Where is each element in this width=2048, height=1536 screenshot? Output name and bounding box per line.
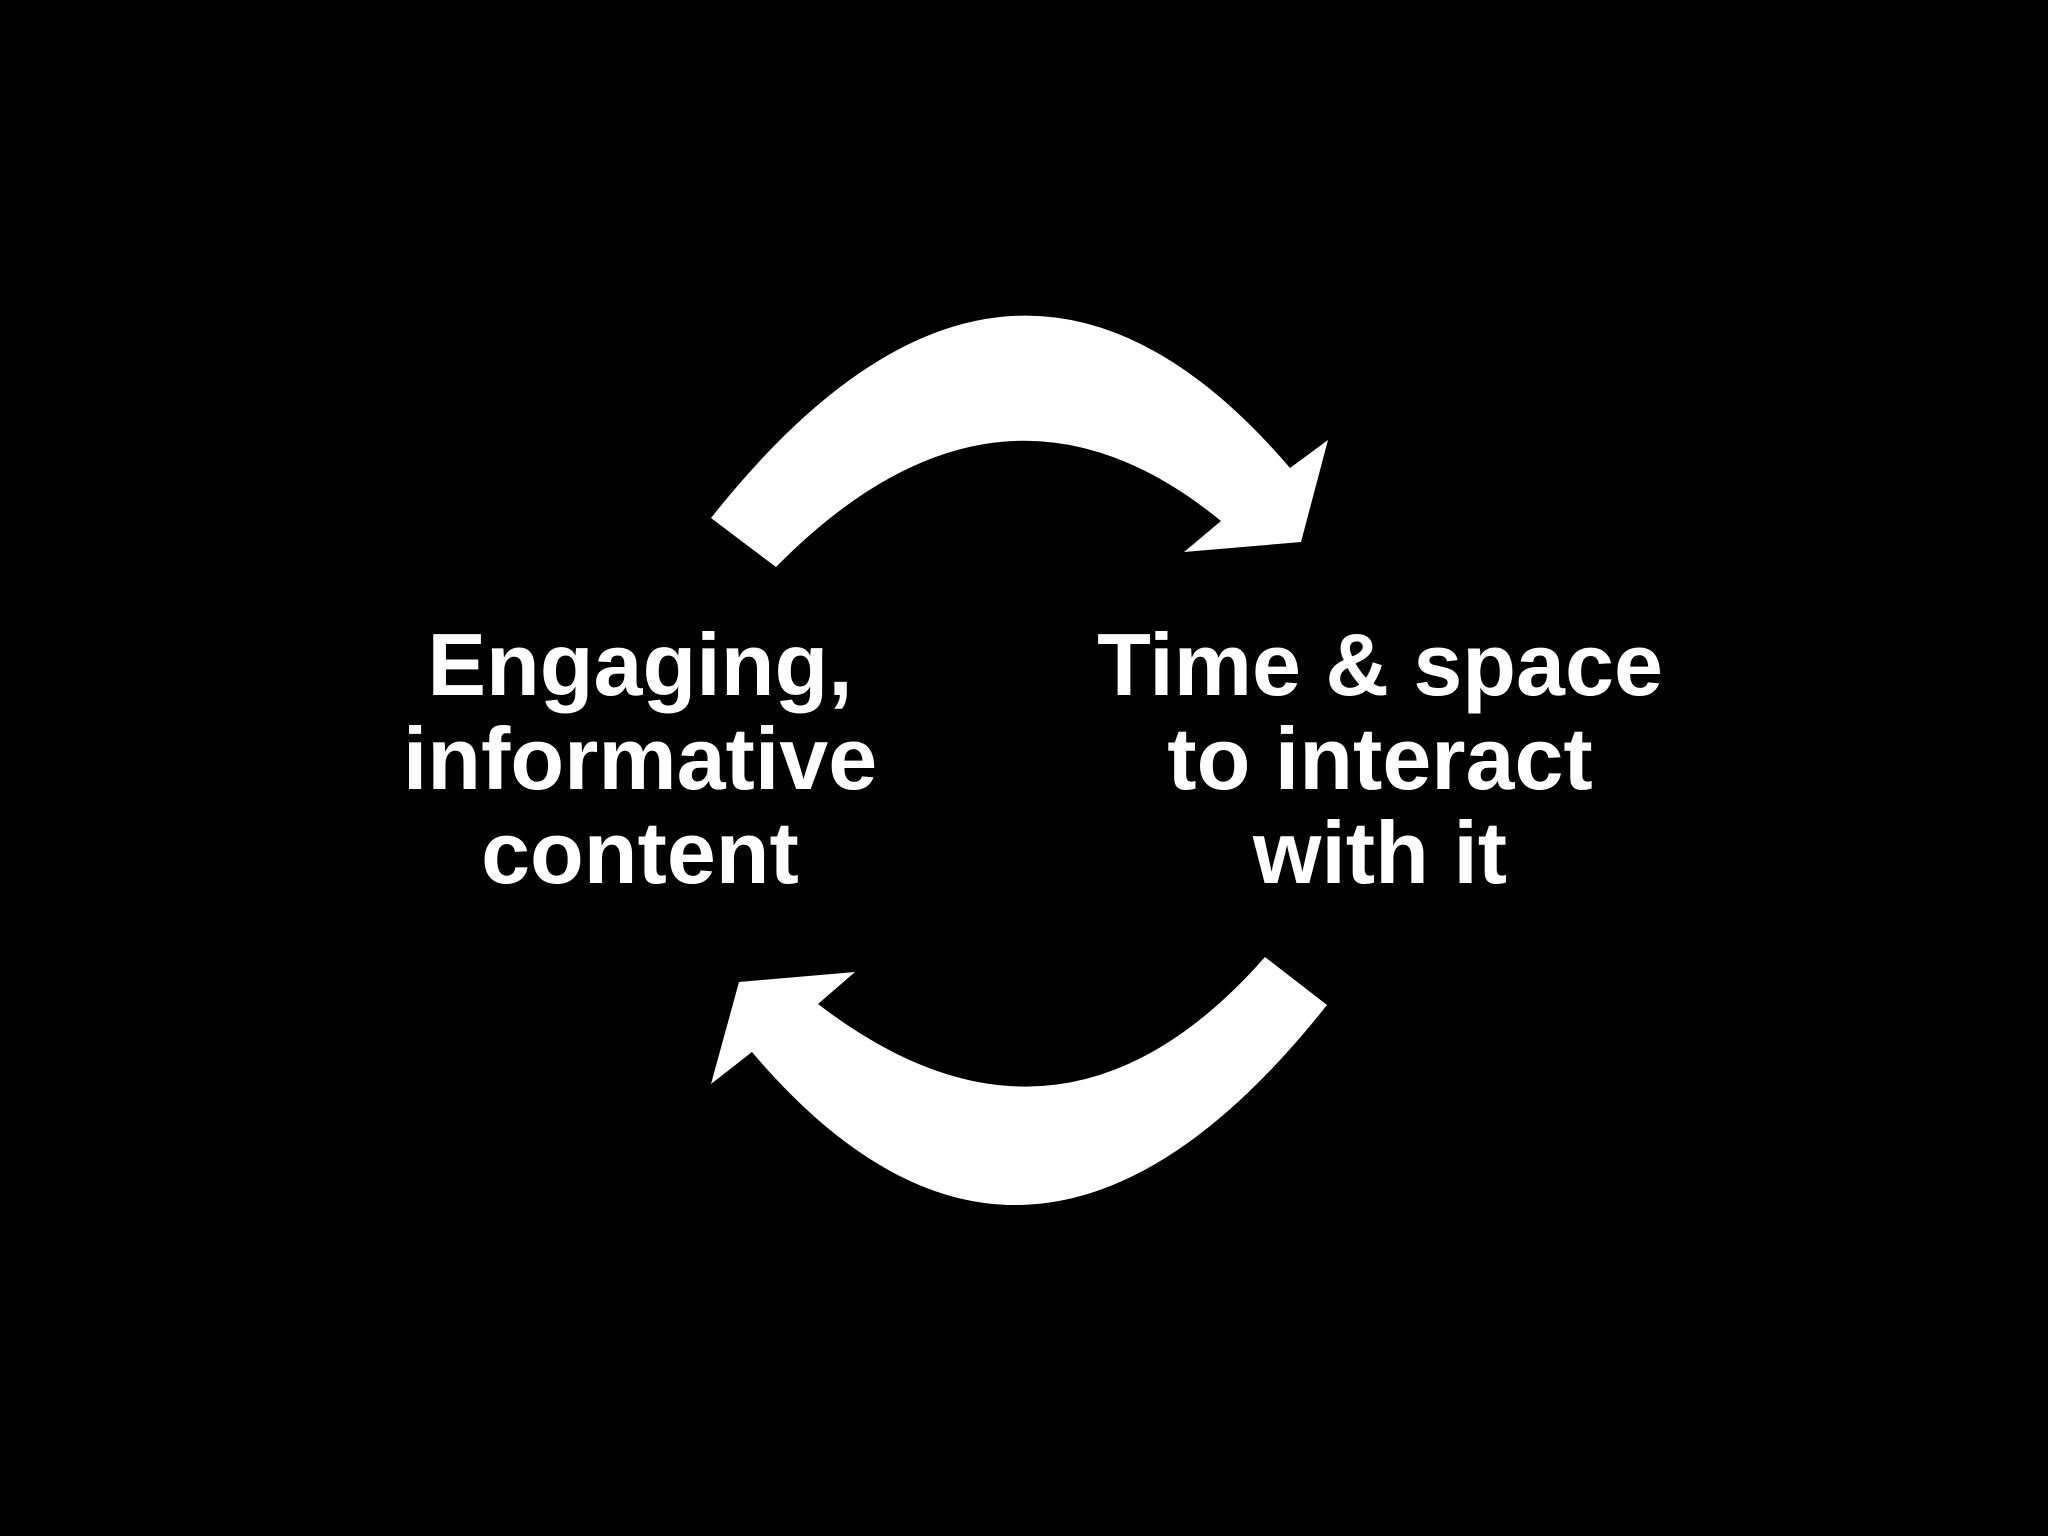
right-cycle-label: Time & space to interact with it: [1060, 618, 1700, 900]
top-cycle-arrow-icon: [711, 315, 1328, 567]
right-label-line-1: Time & space: [1097, 615, 1663, 714]
left-label-line-3: content: [481, 803, 799, 902]
left-label-line-1: Engaging,: [427, 615, 853, 714]
right-label-line-2: to interact: [1167, 709, 1593, 808]
bottom-cycle-arrow-icon: [711, 957, 1327, 1206]
left-cycle-label: Engaging, informative content: [360, 618, 920, 900]
left-label-line-2: informative: [402, 709, 878, 808]
right-label-line-3: with it: [1252, 803, 1508, 902]
